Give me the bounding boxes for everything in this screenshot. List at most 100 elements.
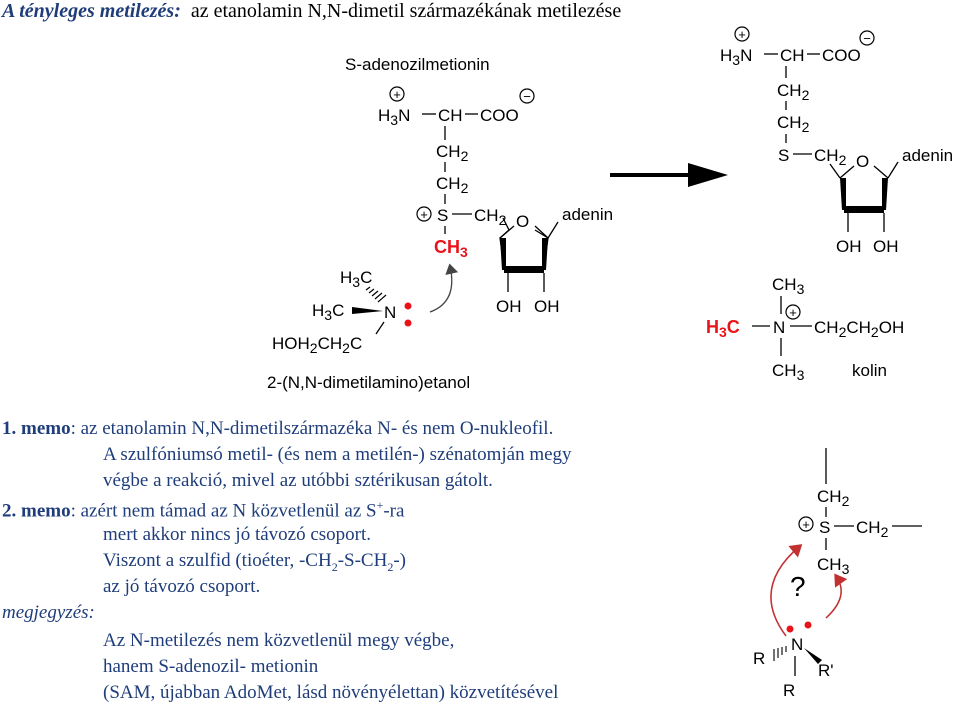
mech-s: S (819, 518, 830, 537)
sah-ribose-o-left (839, 165, 855, 179)
dmae-lone-pair-2 (404, 319, 412, 327)
memo1-line2: A szulfóniumsó metil- (és nem a metilén-… (103, 444, 572, 465)
mech-wedge-bond (804, 648, 822, 664)
mech-question: ? (790, 571, 806, 602)
sah-minus: − (863, 31, 871, 46)
title-heading: A tényleges metilezés (2, 0, 175, 22)
sah-ribose-wedge-l (840, 178, 846, 210)
choline-h3c: H3C (706, 317, 740, 340)
megjegyzes-label: megjegyzés: (2, 602, 95, 623)
memo1-line3: végbe a reakció, mivel az utóbbi sztérik… (103, 470, 493, 491)
mech-lone-pair-2 (804, 621, 812, 629)
sah-ribose-o-right (873, 165, 889, 179)
megj-line2: hanem S-adenozil- metionin (103, 656, 319, 677)
choline-plus-circle (785, 304, 801, 320)
dmae-h3c-mid: H3C (312, 301, 344, 323)
dmae-lone-pair-1 (404, 302, 412, 310)
sam-h3n: H3N (378, 106, 410, 128)
memo2-label: 2. memo (2, 500, 71, 522)
memo2-tail: -ra (383, 500, 405, 522)
memo1-label: 1. memo (2, 418, 71, 439)
sam-minus: − (523, 89, 531, 104)
memo2-line3: Viszont a szulfid (tioéter, -CH2-S-CH2-) (103, 550, 406, 574)
sah-ch: CH (780, 46, 805, 65)
choline-ch3-bot: CH3 (772, 361, 805, 383)
sah-ribose-adenin-bond (887, 161, 899, 179)
sah-coo: COO (822, 46, 861, 65)
choline-plus: + (789, 305, 797, 320)
memo2-line1: 2. memo: azért nem támad az N közvetlenü… (2, 498, 404, 522)
mech-ch3: CH3 (817, 555, 850, 577)
sam-s: S (437, 206, 448, 225)
sah-ch2c: CH2 (814, 146, 847, 168)
choline-ch3-top: CH3 (772, 275, 805, 297)
sam-name: S-adenozilmetionin (345, 55, 490, 74)
slide-title: A tényleges metilezés: az etanolamin N,N… (2, 0, 621, 23)
sam-ch2a: CH2 (436, 142, 469, 164)
sam-oh2: OH (534, 297, 560, 316)
sah-ch2b: CH2 (777, 113, 810, 135)
sah-ribose-c4 (829, 163, 841, 179)
mech-s-plus-circle (798, 516, 814, 532)
mech-hash-bond (773, 646, 787, 661)
mechanism-sketch: CH2 + S CH2 CH3 ? N R R' R (753, 448, 922, 700)
memo1-line1: 1. memo: az etanolamin N,N-dimetilszárma… (2, 418, 553, 440)
memo1-text: : az etanolamin N,N-dimetilszármazéka N-… (70, 418, 554, 439)
dmae-attack-arrow (429, 263, 459, 313)
mech-n: N (791, 635, 803, 654)
sam-plus-circle (389, 86, 405, 102)
mech-r3: R (783, 681, 795, 700)
memo2-sup: + (376, 498, 384, 512)
dmae-name: 2-(N,N-dimetilamino)etanol (267, 373, 470, 392)
sam-ch3: CH3 (434, 237, 468, 260)
choline-n: N (773, 318, 785, 337)
sam-ribose-wedge-r (542, 238, 548, 270)
mech-s-plus: + (802, 517, 810, 532)
sam-s-plus-circle (416, 206, 432, 222)
dmae-h3c-top: H3C (340, 268, 372, 290)
sam-ch2b: CH2 (436, 174, 469, 196)
sah-ribose-bottom (844, 206, 884, 213)
sam-o: O (516, 212, 529, 231)
megj-line1: Az N-metilezés nem közvetlenül megy végb… (103, 630, 455, 651)
mech-arrow-left (770, 544, 803, 637)
mech-arrow-right (825, 573, 848, 619)
dmae-wedge-bond (352, 307, 383, 314)
sah-adenin: adenin (902, 146, 953, 165)
sam-oh1: OH (496, 297, 522, 316)
dmae-n: N (384, 303, 396, 322)
sah-ch2a: CH2 (777, 81, 810, 103)
sam-ribose-o-right (534, 225, 549, 239)
sam-coo: COO (480, 106, 519, 125)
sam-ribose-o-left (499, 225, 515, 239)
sam-plus: + (393, 87, 401, 102)
mech-r2: R' (818, 661, 834, 680)
sam-ch2c: CH2 (474, 206, 507, 228)
sah-oh1: OH (836, 237, 862, 256)
mech-ch2-right: CH2 (856, 518, 889, 540)
memo2-text: : azért nem támad az N közvetlenül az S (70, 500, 377, 522)
sah-ribose-wedge-r (882, 178, 888, 210)
memo2-line2: mert akkor nincs jó távozó csoport. (103, 524, 372, 545)
dmae-hoh: HOH2CH2C (272, 334, 362, 356)
megj-line3: (SAM, újabban AdoMet, lásd növényélettan… (103, 682, 559, 703)
sam-ribose-wedge-l (500, 238, 506, 270)
dmae-bond-n-c (375, 321, 385, 335)
sam-minus-circle (519, 88, 535, 104)
sah-s: S (778, 146, 789, 165)
sah-plus-circle (734, 26, 750, 42)
sam-ch: CH (438, 106, 463, 125)
memo2-line4: az jó távozó csoport. (103, 576, 261, 597)
choline-name: kolin (852, 361, 887, 380)
sam-s-plus: + (420, 207, 428, 222)
sam-adenin: adenin (562, 205, 613, 224)
sah-minus-circle (859, 30, 875, 46)
sah-oh2: OH (873, 237, 899, 256)
sah-plus: + (738, 27, 746, 42)
choline-chain: CH2CH2OH (814, 318, 904, 340)
mech-r1: R (753, 649, 765, 668)
reaction-arrow-head (688, 163, 728, 187)
sah-o: O (856, 152, 869, 171)
mech-ch2-top: CH2 (817, 487, 850, 509)
mech-lone-pair-1 (786, 625, 794, 633)
